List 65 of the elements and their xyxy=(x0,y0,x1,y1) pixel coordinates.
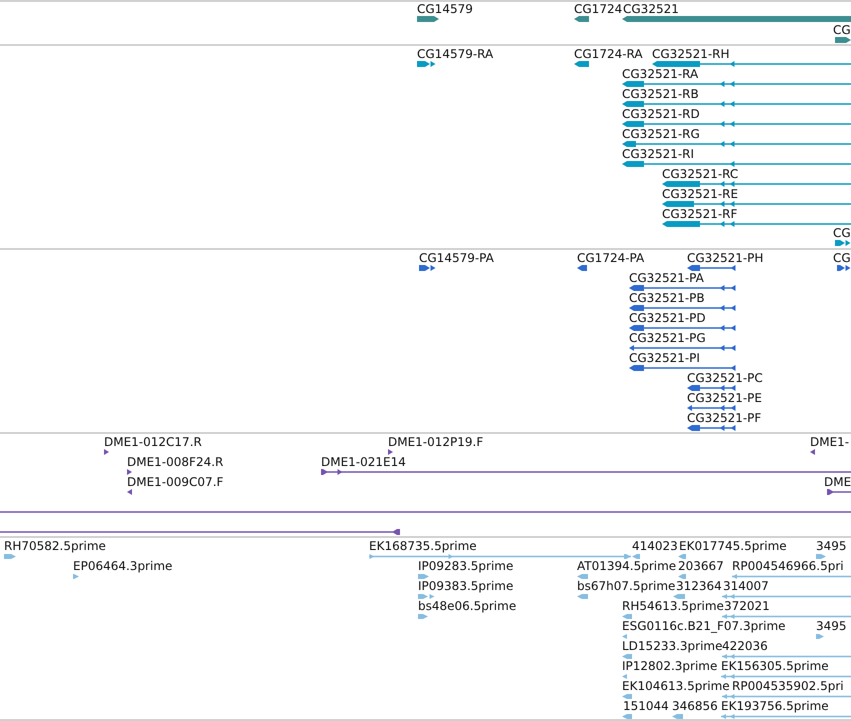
est-label: 203667 xyxy=(678,559,724,573)
est-label: ESG0116c.B21_F07.3prime xyxy=(622,619,786,633)
clone-label: DME1-008F24.R xyxy=(127,455,224,469)
protein-label: CG32521-PB xyxy=(629,291,705,305)
est-label: 312364 xyxy=(676,579,722,593)
clone-feature xyxy=(0,529,400,535)
protein-label: CG32521-PE xyxy=(687,391,762,405)
protein-label: CG xyxy=(833,251,851,265)
clone-label: DME1-012P19.F xyxy=(388,435,484,449)
gene-label: CG14579 xyxy=(417,2,473,16)
est-label: 346856 xyxy=(672,699,718,713)
transcript-label: CG32521-RH xyxy=(652,47,730,61)
protein-label: CG32521-PD xyxy=(629,311,706,325)
clone-label: DME1- xyxy=(810,435,850,449)
gene-label: CG32521 xyxy=(623,2,679,16)
transcript-label: CG xyxy=(833,226,851,240)
est-label: EP06464.3prime xyxy=(73,559,172,573)
gene-label: CG xyxy=(833,23,851,37)
protein-label: CG32521-PA xyxy=(629,271,704,285)
clone-label: DME1-009C07.F xyxy=(127,475,224,489)
est-label: RP004535902.5pri xyxy=(732,679,844,693)
clone-label: DME xyxy=(824,475,851,489)
protein-label: CG32521-PH xyxy=(687,251,764,265)
gene-label: CG1724 xyxy=(574,2,622,16)
protein-label: CG32521-PC xyxy=(687,371,763,385)
est-label: RH70582.5prime xyxy=(4,539,106,553)
est-label: AT01394.5prime xyxy=(577,559,676,573)
est-label: IP09383.5prime xyxy=(418,579,514,593)
est-label: EK017745.5prime xyxy=(679,539,787,553)
est-label: 372021 xyxy=(724,599,770,613)
est-label: bs67h07.5prime xyxy=(577,579,676,593)
est-label: RH54613.5prime xyxy=(622,599,724,613)
transcript-label: CG32521-RI xyxy=(622,147,694,161)
clone-label: DME1-012C17.R xyxy=(104,435,202,449)
clone-label: DME1-021E14 xyxy=(321,455,406,469)
est-label: IP12802.3prime xyxy=(622,659,718,673)
protein-label: CG14579-PA xyxy=(419,251,494,265)
protein-label: CG1724-PA xyxy=(577,251,644,265)
transcript-label: CG32521-RG xyxy=(622,127,700,141)
est-label: RP004546966.5pri xyxy=(732,559,844,573)
est-label: 3495 xyxy=(816,539,847,553)
protein-label: CG32521-PG xyxy=(629,331,706,345)
clone-feature xyxy=(0,509,851,515)
est-label: 314007 xyxy=(723,579,769,593)
est-label: 151044 xyxy=(623,699,669,713)
transcript-label: CG32521-RD xyxy=(622,107,700,121)
est-label: EK156305.5prime xyxy=(721,659,829,673)
est-label: EK168735.5prime xyxy=(369,539,477,553)
transcript-label: CG32521-RA xyxy=(622,67,698,81)
est-label: 414023 xyxy=(632,539,678,553)
transcript-label: CG32521-RB xyxy=(622,87,699,101)
est-label: LD15233.3prime xyxy=(622,639,723,653)
protein-label: CG32521-PI xyxy=(629,351,700,365)
est-label: 422036 xyxy=(722,639,768,653)
transcript-label: CG32521-RF xyxy=(662,207,738,221)
est-label: EK104613.5prime xyxy=(622,679,730,693)
est-label: EK193756.5prime xyxy=(721,699,829,713)
protein-label: CG32521-PF xyxy=(687,411,762,425)
transcript-label: CG14579-RA xyxy=(417,47,494,61)
est-label: 3495 xyxy=(816,619,847,633)
est-label: IP09283.5prime xyxy=(418,559,514,573)
est-label: bs48e06.5prime xyxy=(418,599,516,613)
transcript-label: CG32521-RC xyxy=(662,167,738,181)
transcript-label: CG32521-RE xyxy=(662,187,738,201)
transcript-label: CG1724-RA xyxy=(574,47,643,61)
